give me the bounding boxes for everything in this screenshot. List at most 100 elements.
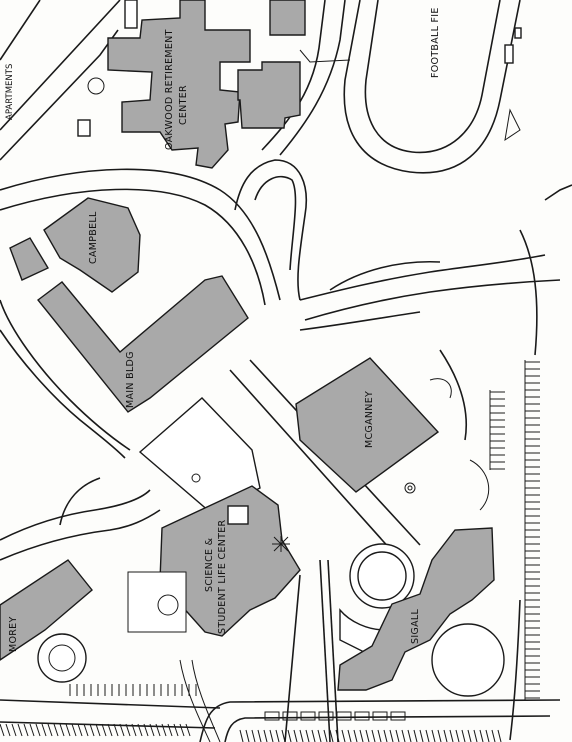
parking-stripe (119, 723, 125, 737)
morey-label: MOREY (8, 616, 19, 652)
parking-stripe (281, 729, 286, 742)
parking-stripe (461, 729, 466, 742)
parking-stripe (365, 729, 370, 742)
parking-stripe (41, 723, 47, 737)
parking-stripe (311, 729, 316, 742)
parking-stripe (491, 729, 496, 742)
parking-stripe (323, 729, 328, 742)
parking-stripe (17, 723, 23, 737)
science-label-line2: STUDENT LIFE CENTER (217, 519, 228, 634)
central-plaza (138, 397, 261, 513)
parking-stripe (155, 723, 161, 737)
parking-stripe (107, 723, 113, 737)
parking-stripe (47, 723, 53, 737)
parking-stripe (89, 723, 95, 737)
parking-stripe (131, 723, 137, 737)
parking-stripe (65, 723, 71, 737)
mcganney-label: MCGANNEY (364, 391, 375, 448)
campbell-building: CAMPBELL (9, 197, 141, 293)
science-label-line1: SCIENCE & (204, 537, 215, 592)
bleacher-box (504, 44, 514, 64)
oakwood-retirement-center: OAKWOOD RETIREMENT CENTER (77, 0, 306, 169)
parking-space (390, 711, 406, 721)
campbell-label: CAMPBELL (88, 211, 99, 264)
parking-stripe (353, 729, 358, 742)
parking-stripe (317, 729, 322, 742)
traffic-circle (431, 623, 505, 697)
parking-stripe (5, 723, 11, 737)
parking-stripe (113, 723, 119, 737)
parking-stripe (263, 729, 268, 742)
parking-stripe (407, 729, 412, 742)
oakwood-label-line2: CENTER (178, 85, 189, 125)
parking-stripe (0, 723, 5, 737)
apartment-building (124, 0, 138, 29)
map-details (87, 77, 490, 511)
parking-stripe (335, 729, 340, 742)
parking-lot-bottom (239, 711, 502, 742)
parking-stripe (161, 723, 167, 737)
parking-space (300, 711, 316, 721)
parking-lot-left (0, 684, 197, 737)
football-field: FOOTBALL FIE (299, 0, 522, 174)
parking-stripe (11, 723, 17, 737)
courts-area (127, 571, 187, 633)
parking-stripe (305, 729, 310, 742)
parking-stripe (431, 729, 436, 742)
parking-stripe (149, 723, 155, 737)
parking-stripe (53, 723, 59, 737)
parking-stripe (299, 729, 304, 742)
outbuilding (77, 119, 91, 137)
parking-stripe (413, 729, 418, 742)
parking-stripe (143, 723, 149, 737)
football-field-label: FOOTBALL FIE (430, 7, 441, 78)
parking-stripe (77, 723, 83, 737)
parking-stripe (275, 729, 280, 742)
science-student-life-center: SCIENCE & STUDENT LIFE CENTER (127, 485, 301, 742)
parking-stripe (449, 729, 454, 742)
parking-stripe (467, 729, 472, 742)
parking-stripe (35, 723, 41, 737)
parking-stripe (437, 729, 442, 742)
main-bldg-label: MAIN BLDG (125, 351, 136, 408)
parking-stripe (455, 729, 460, 742)
plaza-fountain-icon (191, 473, 201, 483)
parking-space (264, 711, 280, 721)
parking-stripe (137, 723, 143, 737)
courtyard (227, 505, 249, 525)
parking-stripe (245, 729, 250, 742)
apartments: APARTMENTS (5, 0, 138, 120)
parking-stripe (239, 729, 244, 742)
parking-stripe (101, 723, 107, 737)
sculpture-icon (272, 536, 290, 552)
parking-space (354, 711, 370, 721)
bleacher-box (514, 27, 522, 39)
parking-stripe (293, 729, 298, 742)
parking-stripe (167, 723, 173, 737)
parking-stripe (419, 729, 424, 742)
parking-stripe (377, 729, 382, 742)
parking-space (372, 711, 388, 721)
parking-stripe (185, 723, 191, 737)
parking-stripe (251, 729, 256, 742)
parking-stripe (359, 729, 364, 742)
parking-stripe (389, 729, 394, 742)
parking-stripe (341, 729, 346, 742)
parking-space (336, 711, 352, 721)
parking-stripe (371, 729, 376, 742)
parking-stripe (71, 723, 77, 737)
parking-stripe (23, 723, 29, 737)
parking-stripe (95, 723, 101, 737)
parking-stripe (425, 729, 430, 742)
sigall-building: SIGALL (337, 527, 495, 691)
mcganney-building: MCGANNEY (295, 357, 440, 493)
parking-stripe (479, 729, 484, 742)
parking-stripe (443, 729, 448, 742)
parking-stripe (179, 723, 185, 737)
parking-stripe (125, 723, 131, 737)
apartments-label: APARTMENTS (5, 64, 15, 120)
sigall-label: SIGALL (410, 609, 421, 644)
parking-lot-right (489, 360, 540, 700)
main-building: MAIN BLDG (37, 275, 249, 413)
